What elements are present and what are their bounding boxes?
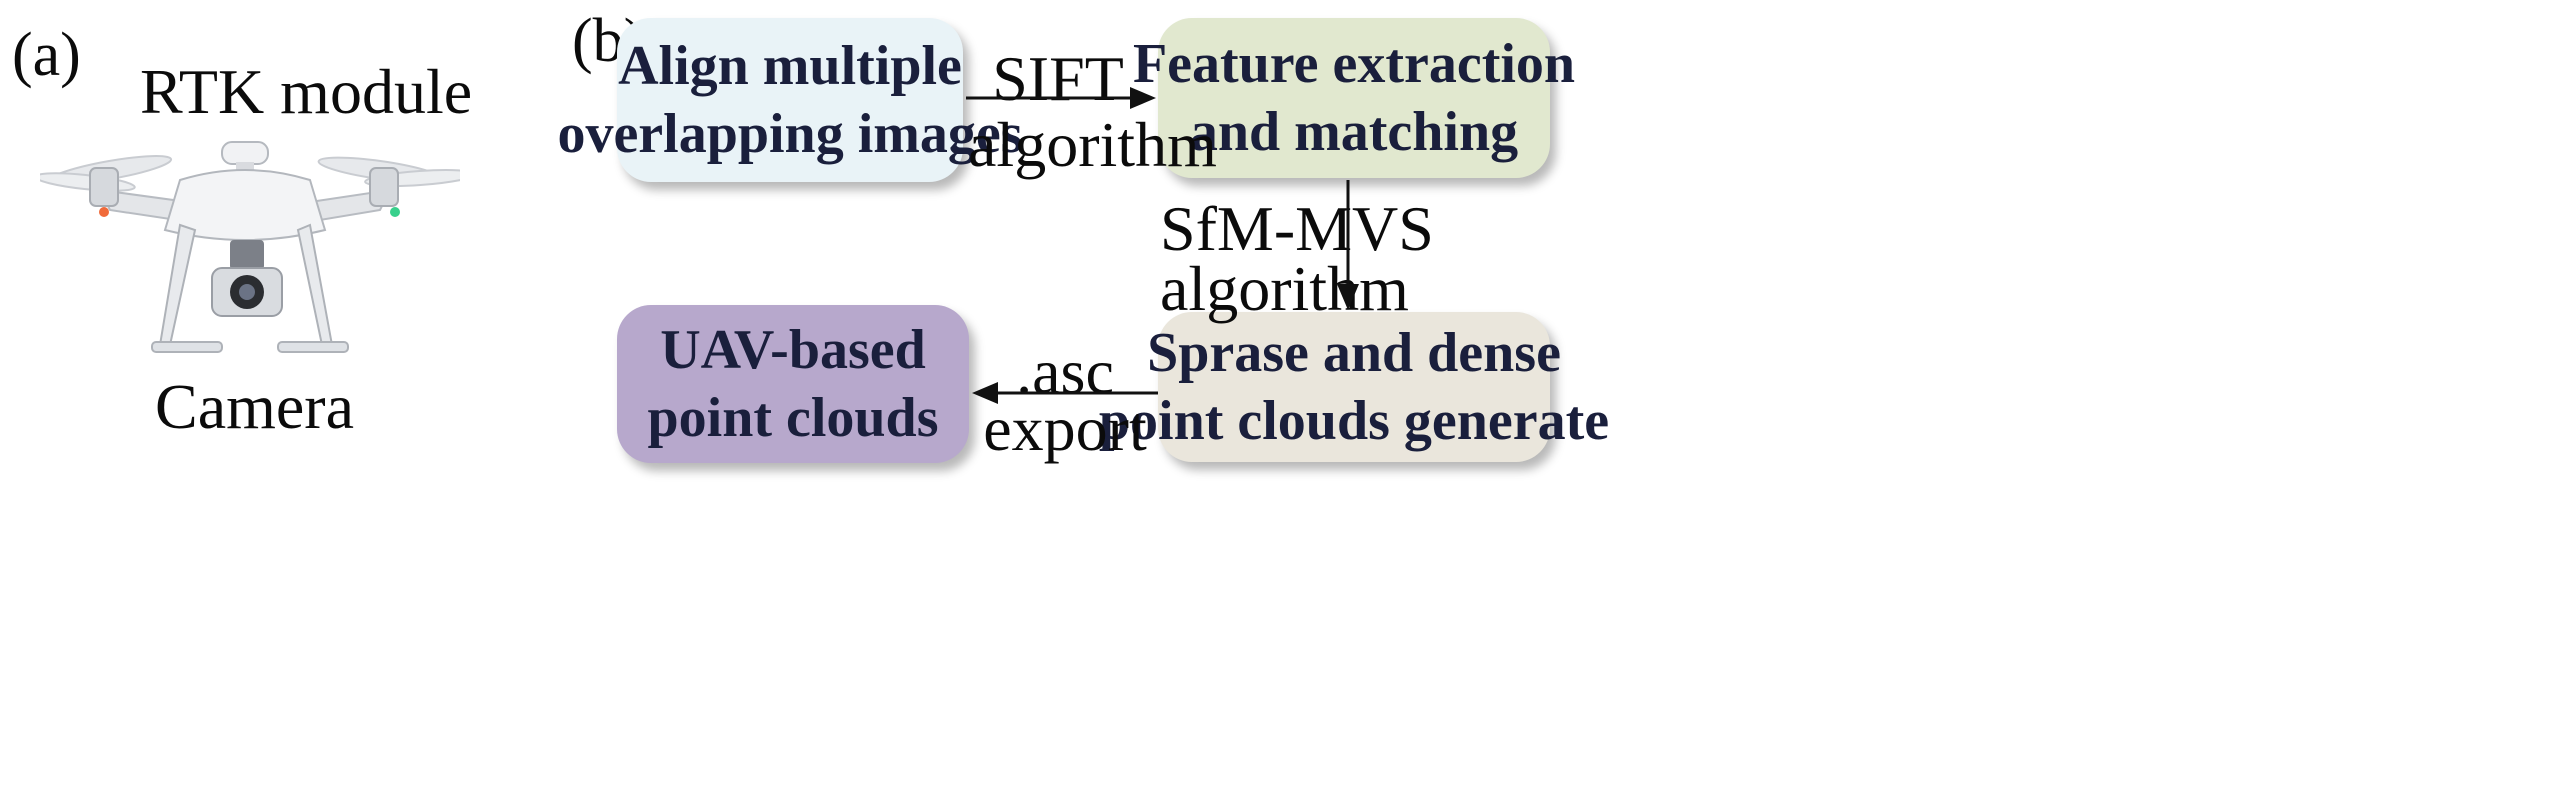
box-align-line-1: Align multiple — [618, 34, 962, 97]
box-uav-line-2: point clouds — [647, 387, 939, 449]
camera-label: Camera — [155, 371, 354, 442]
box-sparse-line-2: point clouds generate — [1098, 390, 1610, 452]
arrow-align-to-feature — [966, 87, 1156, 109]
arrow-sparse-to-uav — [972, 382, 1158, 404]
box-align-line-2: overlapping images — [557, 103, 1023, 165]
box-align-images: Align multiple overlapping images — [557, 18, 1023, 182]
box-uav-point-clouds: UAV-based point clouds — [617, 305, 969, 463]
arrow-label-sift-line-1: SIFT — [992, 43, 1124, 114]
box-feature-line-2: and matching — [1189, 101, 1519, 163]
rtk-module-label: RTK module — [140, 56, 473, 127]
box-point-cloud-generate: Sprase and dense point clouds generate — [1099, 312, 1609, 462]
box-uav-line-1: UAV-based — [660, 318, 926, 381]
box-feature-extraction: Feature extraction and matching — [1133, 18, 1575, 178]
arrow-feature-to-sparse — [1337, 180, 1359, 310]
arrow-label-asc-line-1: .asc — [1016, 336, 1114, 407]
box-sparse-line-1: Sprase and dense — [1147, 321, 1561, 384]
panel-a-label: (a) — [12, 21, 81, 89]
uav-drone-icon — [40, 141, 460, 353]
arrow-label-asc-line-2: export — [983, 393, 1147, 464]
box-feature-line-1: Feature extraction — [1132, 32, 1576, 95]
